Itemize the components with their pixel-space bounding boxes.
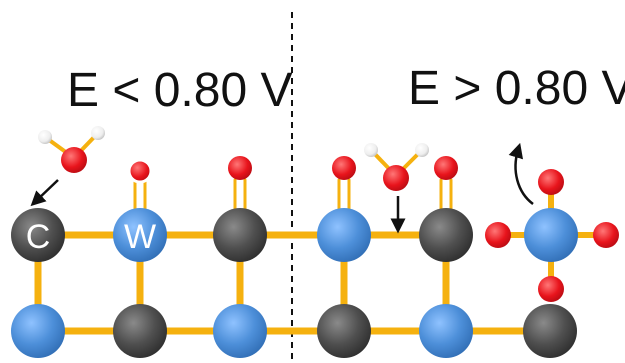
atom-c-bottom-2 (113, 304, 167, 358)
atom-c-top-5 (419, 208, 473, 262)
right-condition-label: E > 0.80 V (408, 62, 625, 115)
water1-hydrogen-right (91, 126, 105, 140)
atom-w-bottom-5 (419, 304, 473, 358)
bottom-row-atoms (11, 304, 577, 358)
tungsten-symbol-label: W (124, 218, 156, 256)
atom-c-top-3 (213, 208, 267, 262)
wo4-oxygen-bottom (538, 276, 564, 302)
oxygen-on-w2 (332, 156, 356, 180)
atom-w-top-4 (317, 208, 371, 262)
oxygen-on-w1 (127, 158, 153, 184)
wo4-oxygen-left (485, 222, 511, 248)
water2-oxygen (383, 165, 409, 191)
atom-w-bottom-1 (11, 304, 65, 358)
oxygen-on-c2 (228, 156, 252, 180)
atom-w-top-2 (113, 208, 167, 262)
wo4-oxygen-right (593, 222, 619, 248)
left-condition-label: E < 0.80 V (67, 64, 293, 117)
atom-c-bottom-4 (317, 304, 371, 358)
arrows (30, 142, 534, 234)
oxygen-on-c3 (434, 156, 458, 180)
oxygen-atoms (61, 147, 619, 302)
top-row-atoms (11, 208, 578, 262)
carbon-symbol-label: C (26, 218, 51, 256)
atom-c-bottom-6 (523, 304, 577, 358)
atom-c-top-1 (11, 208, 65, 262)
water2-hydrogen-right (415, 143, 429, 157)
adsorption-arrow-left (30, 179, 59, 207)
desorption-curved-arrow (508, 142, 534, 205)
wo4-oxygen-top (538, 169, 564, 195)
water2-hydrogen-left (364, 143, 378, 157)
atom-w-bottom-3 (213, 304, 267, 358)
water1-oxygen (61, 147, 87, 173)
water1-hydrogen-left (38, 130, 52, 144)
hydrogen-atoms (38, 126, 429, 157)
atom-w-wo4-center (524, 208, 578, 262)
